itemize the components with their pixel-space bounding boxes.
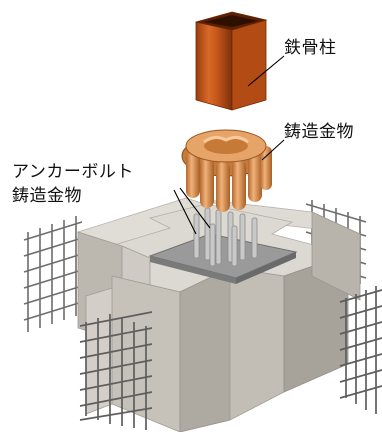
leader-casting <box>261 139 285 161</box>
leader-steel-column <box>247 55 285 87</box>
anchor-bolt-casting <box>181 129 272 212</box>
rebar-cage-right-front <box>339 286 382 414</box>
base-plate <box>148 233 298 284</box>
concrete-foundation <box>76 197 361 432</box>
label-steel-column: 鉄骨柱 <box>284 38 337 58</box>
rebar-cage-left-back <box>23 216 83 332</box>
leader-anchor-casting-1 <box>173 189 197 235</box>
anchor-bolts <box>193 207 258 267</box>
label-casting: 鋳造金物 <box>284 122 354 142</box>
label-anchor-casting: 鋳造金物 <box>12 186 82 206</box>
label-anchor-bolt: アンカーボルト <box>12 162 134 182</box>
leader-anchor-casting-2 <box>179 187 211 229</box>
rebar-cage-left-front <box>79 311 153 430</box>
steel-column <box>195 11 268 111</box>
leader-lines <box>173 55 285 235</box>
